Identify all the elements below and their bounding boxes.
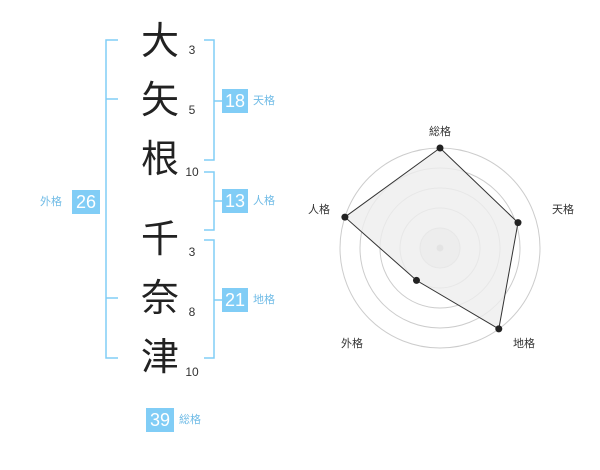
tenkaku-label: 天格 bbox=[253, 94, 275, 107]
radar-shape bbox=[344, 147, 519, 330]
radar-label-jinkaku: 人格 bbox=[308, 203, 330, 216]
chikaku-label: 地格 bbox=[253, 293, 275, 306]
surname-char-3: 根 bbox=[140, 137, 179, 181]
radar-label-tenkaku: 天格 bbox=[552, 203, 574, 216]
chikaku-badge: 21 bbox=[222, 288, 248, 312]
chikaku-bracket bbox=[204, 239, 215, 359]
tenkaku-bracket bbox=[204, 39, 215, 161]
radar-label-chikaku: 地格 bbox=[513, 337, 535, 350]
given-strokes-3: 10 bbox=[185, 365, 199, 379]
surname-strokes-3: 10 bbox=[185, 165, 199, 179]
radar-point-tenkaku bbox=[514, 219, 522, 227]
radar-point-gaikaku bbox=[412, 276, 420, 284]
radar-point-soukaku bbox=[436, 144, 444, 152]
given-char-2: 奈 bbox=[140, 276, 179, 320]
soukaku-badge: 39 bbox=[146, 408, 174, 432]
soukaku-label: 総格 bbox=[179, 413, 201, 426]
surname-char-2: 矢 bbox=[140, 78, 179, 122]
jinkaku-badge: 13 bbox=[222, 189, 248, 213]
radar-point-jinkaku bbox=[341, 213, 349, 221]
surname-strokes-1: 3 bbox=[188, 43, 196, 57]
radar-label-soukaku: 総格 bbox=[429, 125, 451, 138]
jinkaku-label: 人格 bbox=[253, 194, 275, 207]
given-char-3: 津 bbox=[140, 335, 179, 379]
given-char-1: 千 bbox=[140, 217, 179, 261]
radar-point-chikaku bbox=[495, 325, 503, 333]
given-strokes-2: 8 bbox=[188, 305, 196, 319]
given-strokes-1: 3 bbox=[188, 245, 196, 259]
surname-strokes-2: 5 bbox=[188, 103, 196, 117]
gaikaku-bracket bbox=[105, 39, 118, 359]
radar-points bbox=[341, 144, 522, 333]
surname-char-1: 大 bbox=[140, 19, 179, 63]
radar-label-gaikaku: 外格 bbox=[341, 337, 363, 350]
gaikaku-badge: 26 bbox=[72, 190, 100, 214]
tenkaku-badge: 18 bbox=[222, 89, 248, 113]
gaikaku-label: 外格 bbox=[40, 195, 62, 208]
